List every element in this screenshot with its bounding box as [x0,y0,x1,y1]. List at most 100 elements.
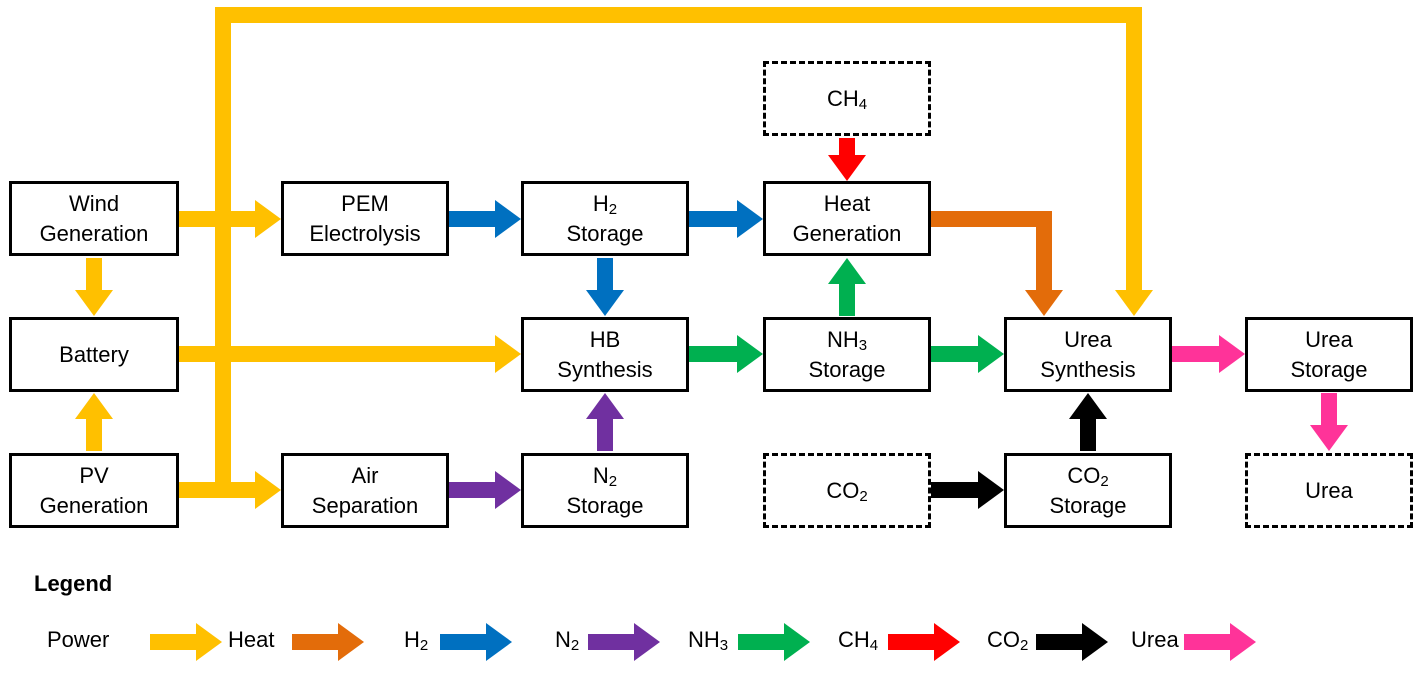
legend-label-sub: 2 [570,637,580,654]
n2-storage-to-hb-head [586,393,624,419]
node-label: N2 [593,461,617,491]
legend-label-main: H [404,627,420,652]
legend-label-main: CO [987,627,1020,652]
formula-sub: 4 [858,95,868,113]
power-battery-to-hb-head [495,335,521,373]
legend-arrow-ch4-shaft [888,634,935,650]
node-label: HB [589,326,621,352]
power-pv-to-air-head [255,471,281,509]
node-label: Generation [39,220,149,246]
power-wind-to-pem-shaft [179,211,255,227]
h2-storage-to-heat-head [737,200,763,238]
legend-label-main: NH [688,627,720,652]
node-label: Synthesis [1040,356,1136,382]
urea-synth-to-storage-shaft [1172,346,1220,362]
legend-arrow-n2-shaft [588,634,635,650]
node-heat-generation: Heat Generation [763,181,931,256]
legend-arrow-n2-head [634,623,660,661]
legend-arrow-urea-head [1230,623,1256,661]
nh3-hb-to-storage-shaft [689,346,738,362]
ch4-to-heat-shaft [839,138,855,156]
legend-label-power: Power [47,627,109,653]
legend-label-main: CH [838,627,870,652]
h2-storage-to-heat-shaft [689,211,738,227]
h2-pem-to-storage-head [495,200,521,238]
legend-arrow-power-shaft [150,634,197,650]
legend-label-sub: 4 [869,637,879,654]
node-label: NH3 [827,325,867,355]
co2-source-to-storage-shaft [931,482,979,498]
node-hb-synthesis: HB Synthesis [521,317,689,392]
power-wind-to-battery-shaft [86,258,102,291]
node-label: Generation [792,220,902,246]
power-pv-to-air-shaft [179,482,255,498]
legend-label-main: Power [47,627,110,652]
legend-arrow-urea-shaft [1184,634,1231,650]
formula-main: CH [826,85,859,111]
legend-label-main: Urea [1131,627,1179,652]
node-label: Urea [1305,477,1353,503]
node-label: H2 [593,189,617,219]
legend-title: Legend [34,571,113,596]
n2-storage-to-hb-shaft [597,418,613,451]
legend-label-ch4: CH4 [838,627,878,653]
legend-arrow-heat-head [338,623,364,661]
legend-arrow-nh3-shaft [738,634,785,650]
node-label: Synthesis [557,356,653,382]
node-n2-storage: N2 Storage [521,453,689,528]
nh3-hb-to-storage-head [737,335,763,373]
h2-storage-to-hb-shaft [597,258,613,291]
formula-sub: 2 [608,200,618,218]
power-bus-line [215,7,1142,490]
legend-label-n2: N2 [555,627,579,653]
legend-label-main: Heat [228,627,275,652]
node-h2-storage: H2 Storage [521,181,689,256]
legend-label-sub: 3 [719,637,729,654]
nh3-storage-to-urea-head [978,335,1004,373]
co2-source-to-storage-head [978,471,1004,509]
formula-main: CO [1067,462,1101,488]
legend-label-urea: Urea [1131,627,1179,653]
urea-synth-to-storage-head [1219,335,1245,373]
node-label: PEM [341,190,389,216]
node-battery: Battery [9,317,179,392]
formula-main: H [592,190,609,216]
legend-arrow-h2-shaft [440,634,487,650]
nh3-storage-to-heat-shaft [839,283,855,316]
node-co2-storage: CO2 Storage [1004,453,1172,528]
formula-main: CO [826,477,860,503]
node-urea-storage: Urea Storage [1245,317,1413,392]
power-pv-to-battery-head [75,393,113,419]
formula-main: NH [826,326,859,352]
h2-storage-to-hb-head [586,290,624,316]
node-urea-synthesis: Urea Synthesis [1004,317,1172,392]
formula-main: N [592,462,609,488]
node-label: CO2 [826,476,867,506]
power-pv-to-battery-shaft [86,418,102,451]
formula-sub: 3 [858,336,868,354]
node-label: Storage [1290,356,1368,382]
formula-sub: 2 [1100,472,1109,490]
legend-arrow-co2-shaft [1036,634,1083,650]
node-air-separation: Air Separation [281,453,449,528]
power-wind-to-battery-head [75,290,113,316]
legend-arrow-h2-head [486,623,512,661]
power-wind-to-pem-head [255,200,281,238]
node-pem-electrolysis: PEM Electrolysis [281,181,449,256]
legend-label-main: N [555,627,571,652]
n2-air-to-storage-shaft [449,482,496,498]
nh3-storage-to-heat-head [828,258,866,284]
node-label: Electrolysis [309,220,421,246]
co2-storage-to-urea-head [1069,393,1107,419]
formula-sub: 2 [859,487,868,505]
node-label: Storage [566,220,644,246]
node-ch4-source: CH4 [763,61,931,136]
co2-storage-to-urea-shaft [1080,418,1096,451]
node-pv-generation: PV Generation [9,453,179,528]
legend-arrow-co2-head [1082,623,1108,661]
legend-label-co2: CO2 [987,627,1028,653]
h2-pem-to-storage-shaft [449,211,496,227]
node-wind-generation: Wind Generation [9,181,179,256]
